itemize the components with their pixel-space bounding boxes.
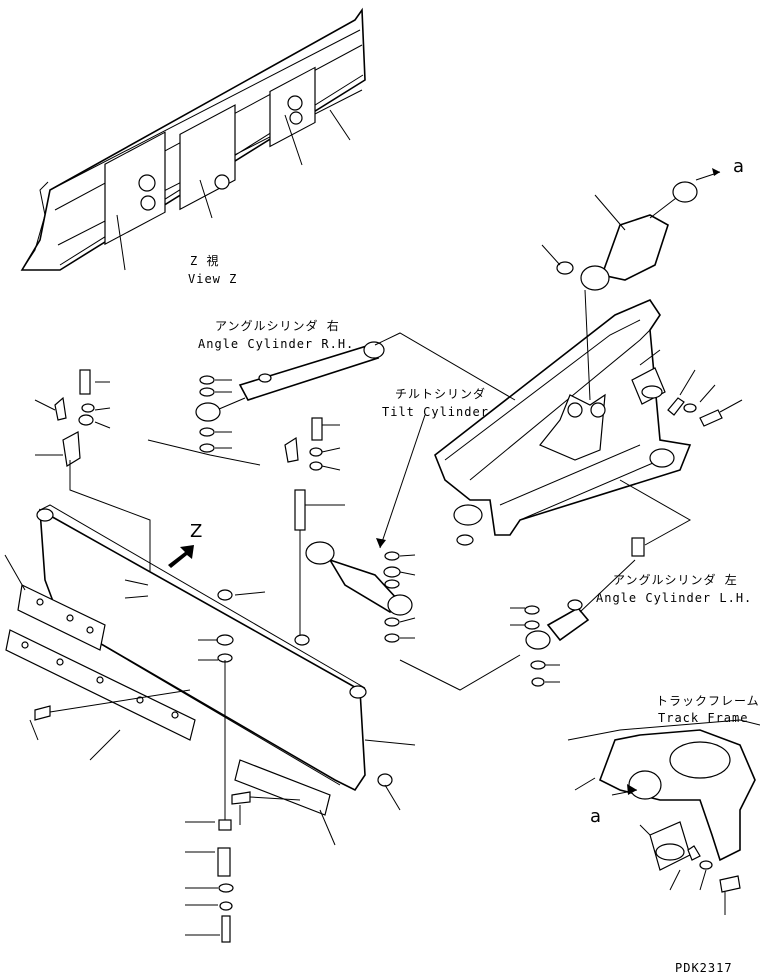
left-hardware bbox=[34, 369, 151, 580]
angle-cylinder-rh bbox=[147, 332, 516, 466]
angle-lh-label-jp: アングルシリンダ 左 bbox=[613, 572, 738, 587]
track-frame-label-en: Track Frame bbox=[658, 711, 748, 725]
annotations: Z 視 View Z アングルシリンダ 右 Angle Cylinder R.H… bbox=[188, 156, 760, 975]
blade bbox=[4, 504, 416, 943]
main-frame bbox=[434, 299, 692, 536]
drawing-number: PDK2317 bbox=[675, 961, 733, 975]
blade-rear-view bbox=[20, 7, 366, 271]
view-z-label-jp: Z 視 bbox=[190, 253, 219, 268]
angle-rh-label-jp: アングルシリンダ 右 bbox=[215, 318, 340, 333]
angle-cylinder-lh bbox=[384, 479, 692, 691]
ref-a-top: a bbox=[733, 156, 744, 177]
ref-a-bottom: a bbox=[590, 806, 601, 827]
view-z-label-en: View Z bbox=[188, 272, 237, 286]
tilt-label-en: Tilt Cylinder bbox=[382, 405, 489, 419]
track-frame-detail bbox=[567, 719, 760, 915]
angle-rh-label-en: Angle Cylinder R.H. bbox=[198, 337, 354, 351]
tilt-cylinder bbox=[284, 414, 426, 643]
frame-pin-set bbox=[631, 349, 743, 427]
track-frame-label-jp: トラックフレーム bbox=[656, 694, 760, 708]
tilt-label-jp: チルトシリンダ bbox=[395, 386, 486, 401]
angle-lh-label-en: Angle Cylinder L.H. bbox=[596, 591, 752, 605]
view-z-marker: Z bbox=[190, 521, 202, 542]
lift-cylinder bbox=[541, 168, 721, 401]
